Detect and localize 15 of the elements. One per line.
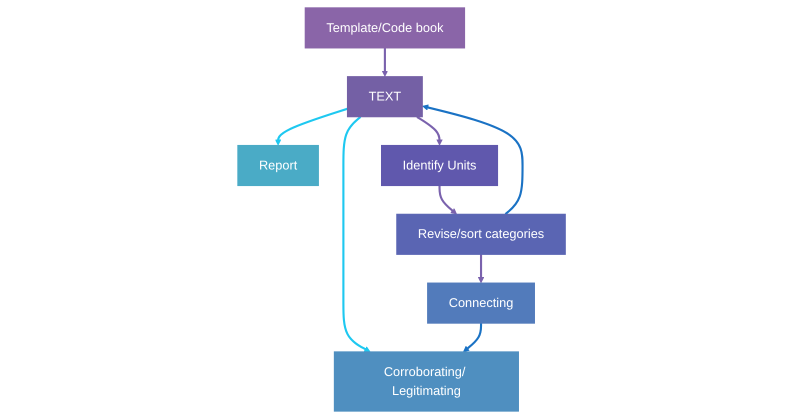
node-box: Corroborating/ Legitimating [334, 351, 520, 412]
arrow [342, 116, 371, 352]
arrow [275, 108, 348, 146]
node-box: Revise/sort categories [396, 214, 566, 255]
arrow [438, 186, 458, 214]
arrow [464, 323, 483, 352]
node-box: Identify Units [381, 144, 498, 186]
arrow [416, 116, 444, 146]
node-box: TEXT [347, 76, 424, 118]
arrow [382, 48, 388, 77]
arrow [478, 254, 485, 284]
node-box: Connecting [428, 282, 536, 324]
node-box: Report [238, 144, 320, 186]
arrow [422, 104, 524, 215]
node-box: Template/Code book [305, 7, 466, 48]
